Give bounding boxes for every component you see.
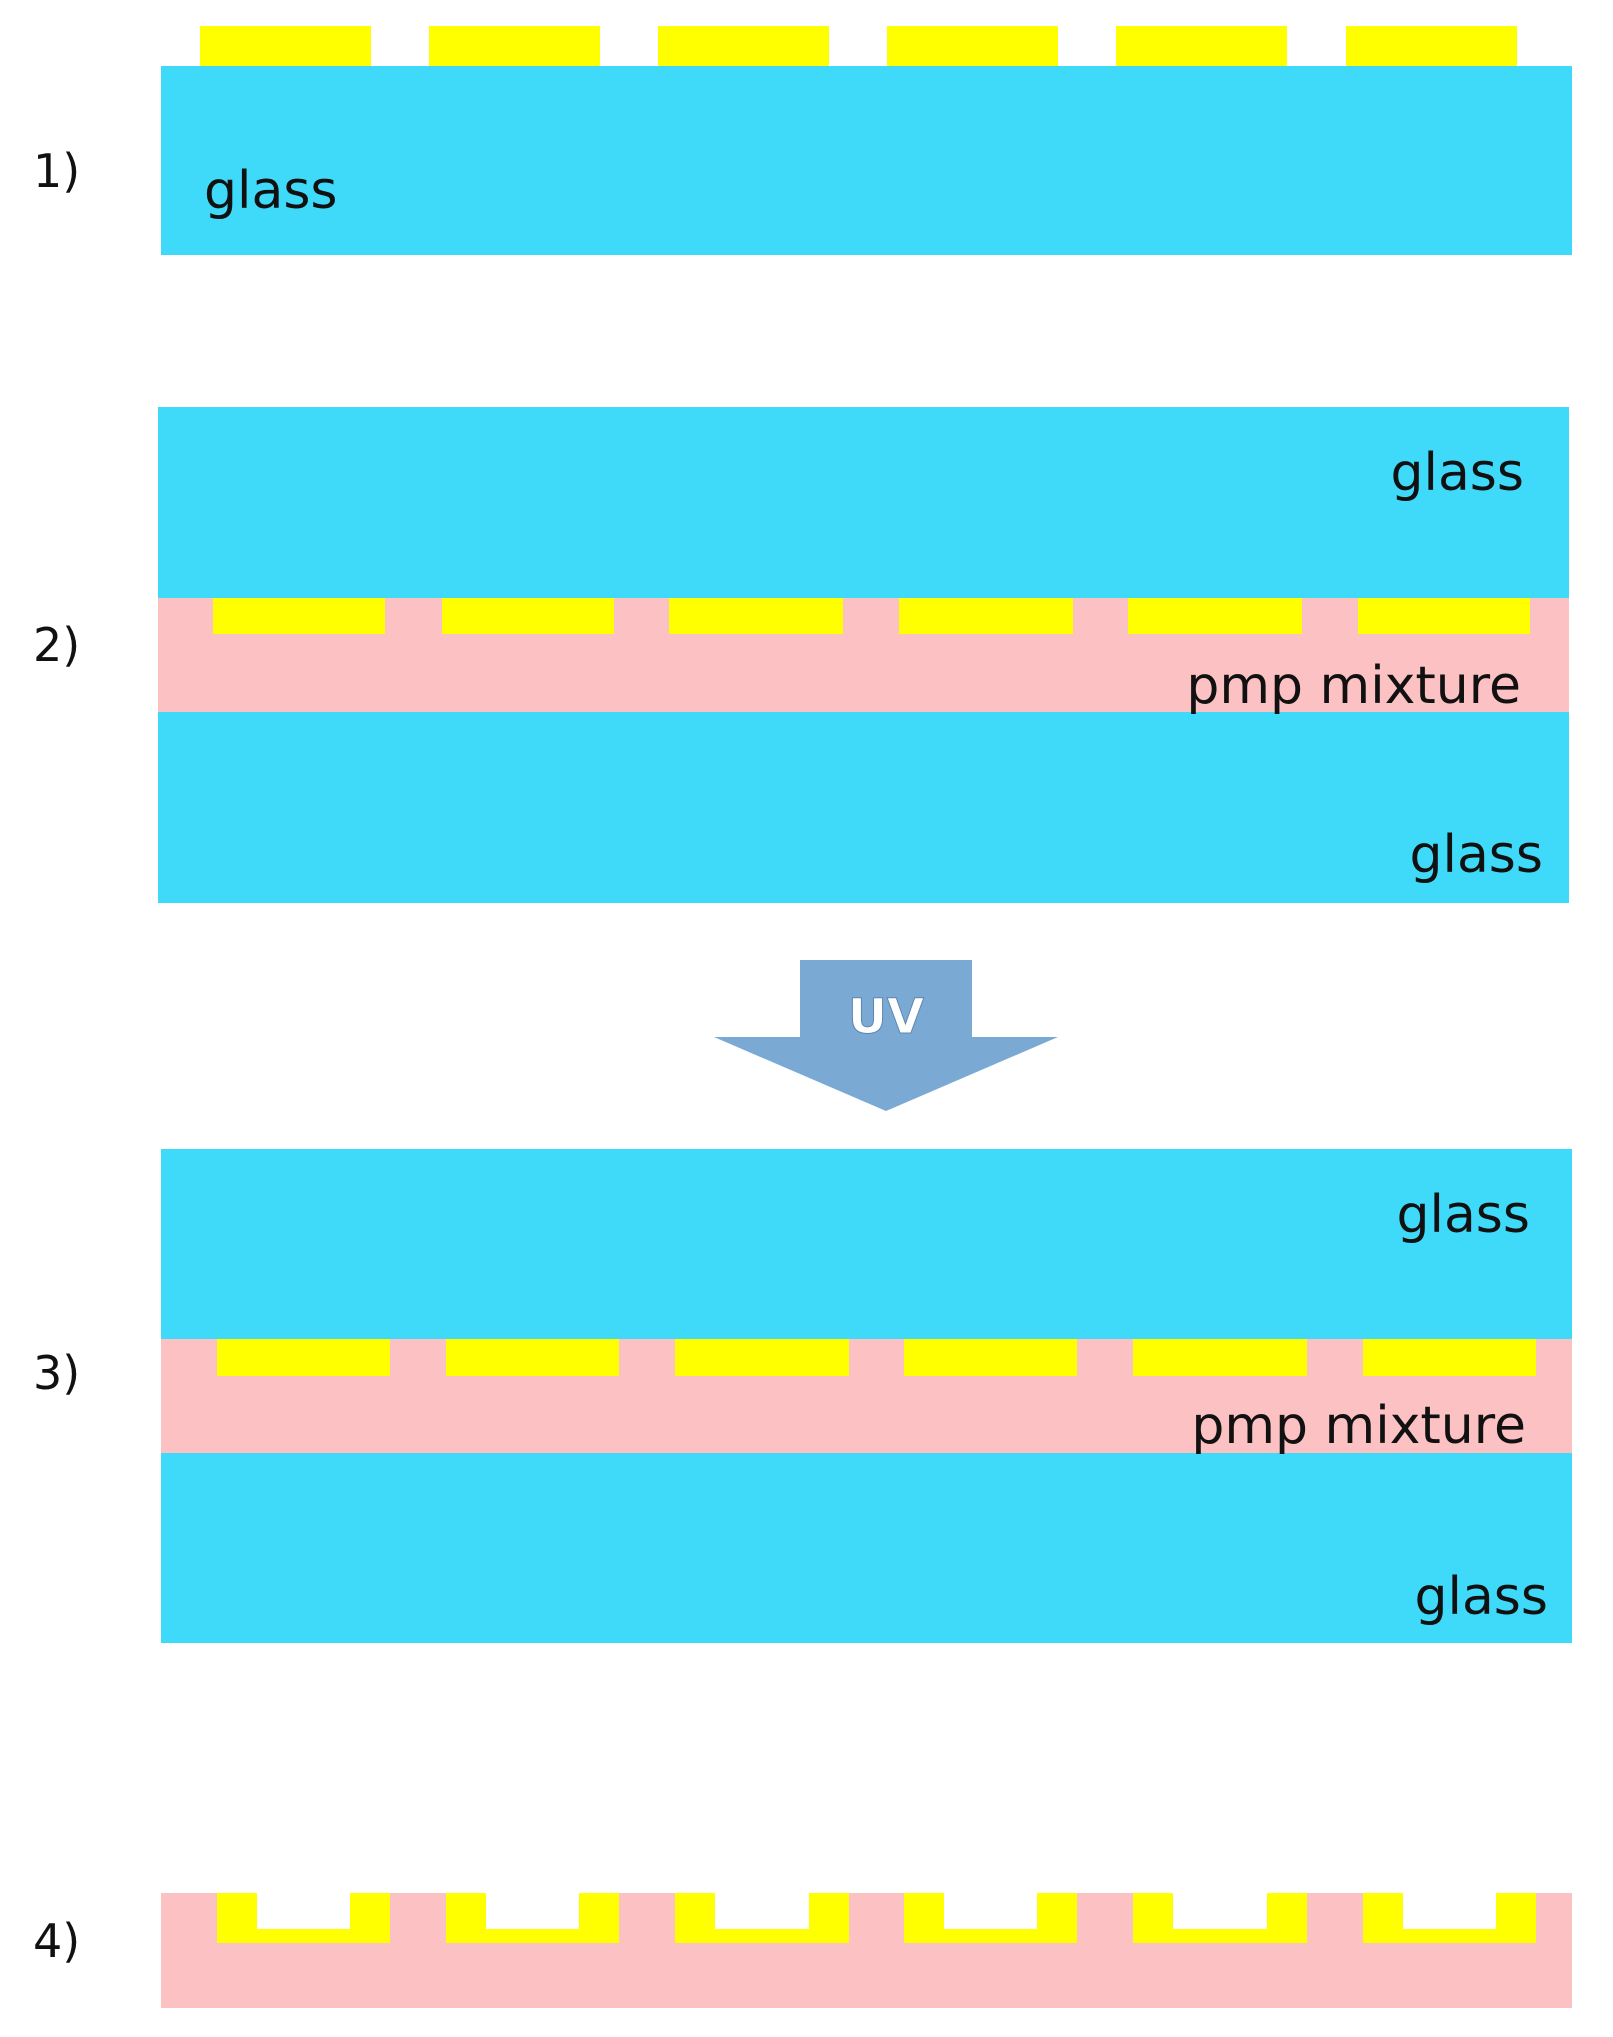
step-1-number: 1) [33,144,81,198]
step-3-pmp-layer [161,1339,1572,1453]
step-2-pmp-layer [158,598,1569,712]
step-1-glass-label: glass [204,161,338,221]
step-4-pmp-layer [161,1893,1572,2008]
step-2-electrode [899,598,1073,634]
step-1-electrode [1116,26,1287,66]
step-4-electrode-recess [944,1893,1037,1929]
step-3-electrode [1133,1339,1307,1376]
step-2-top-glass [158,407,1569,598]
step-3-electrode [904,1339,1077,1376]
step-1-electrode [1346,26,1517,66]
step-1-electrode [887,26,1058,66]
step-1-electrode [429,26,600,66]
step-2-number: 2) [33,618,81,672]
uv-arrow: UV [714,960,1058,1111]
step-4-electrode-recess [715,1893,809,1929]
step-2-electrode [1358,598,1530,634]
step-2-electrode [442,598,614,634]
step-2-electrode [669,598,843,634]
step-3-electrode [446,1339,619,1376]
step-3-top-glass [161,1149,1572,1339]
uv-arrow-shape [714,960,1058,1111]
step-2-electrode [1128,598,1302,634]
step-4-electrode-recess [1173,1893,1267,1929]
step-1-glass-substrate [161,66,1572,255]
step-4-electrode-recess [486,1893,579,1929]
step-3-electrode [1363,1339,1536,1376]
step-2-bottom-glass [158,712,1569,903]
step-2-bottom-glass-label: glass [1409,825,1543,885]
step-4-electrode-recess [1403,1893,1496,1929]
uv-arrow-label: UV [848,989,924,1045]
step-4-number: 4) [33,1914,81,1968]
step-3-bottom-glass [161,1453,1572,1643]
step-3-electrode [675,1339,849,1376]
step-3-top-glass-label: glass [1396,1185,1530,1245]
step-2-top-glass-label: glass [1390,443,1524,503]
step-4-electrode-recess [257,1893,350,1929]
step-3-electrode [217,1339,390,1376]
step-3-bottom-glass-label: glass [1414,1567,1548,1627]
step-2-electrode [213,598,385,634]
step-3-pmp-label: pmp mixture [1191,1396,1526,1456]
step-2-pmp-label: pmp mixture [1186,656,1521,716]
step-3-number: 3) [33,1346,81,1400]
step-1-electrode [200,26,371,66]
step-1-electrode [658,26,829,66]
